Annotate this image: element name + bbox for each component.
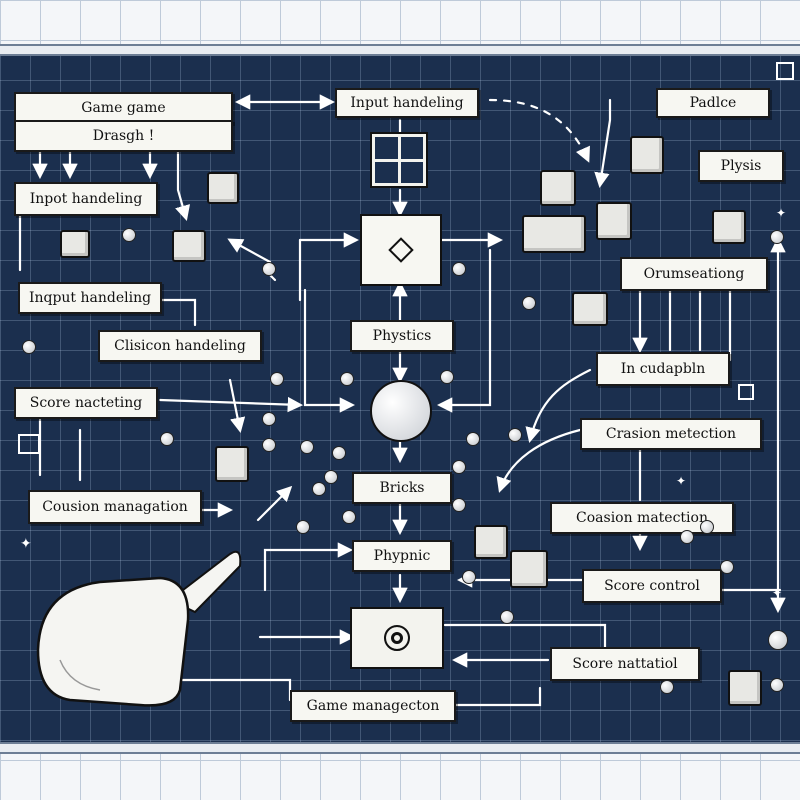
sparkle-icon: ✦ — [776, 206, 787, 220]
label-score-marketing: Score nacteting — [14, 387, 158, 419]
label-physis: Plysis — [698, 150, 784, 182]
brick-block — [510, 550, 548, 588]
sparkle-icon: ✦ — [772, 586, 783, 600]
ball — [262, 262, 276, 276]
ball — [768, 630, 788, 650]
arrow-phypnic-left — [263, 542, 354, 592]
diagram-board: Game game Drasgh ! Input handeling Inpot… — [0, 50, 800, 750]
label-in-cudapbln: In cudapbln — [596, 352, 730, 386]
arrow-to-score-mark — [228, 378, 246, 434]
label-phypnic: Phypnic — [352, 540, 452, 572]
core-diamond-box — [360, 214, 442, 286]
brick-block — [540, 170, 576, 206]
arrow-score-to-right — [158, 396, 304, 413]
label-dragh: Drasgh ! — [14, 120, 233, 152]
brick-block — [596, 202, 632, 240]
input-grid-icon — [370, 132, 428, 188]
brick-block — [474, 525, 508, 559]
label-score-control: Score control — [582, 569, 722, 603]
ball — [452, 262, 466, 276]
arrow-left-curve — [227, 238, 272, 264]
label-game-management: Game managecton — [290, 690, 456, 722]
arrow-curve-crasion — [496, 428, 582, 493]
ball — [522, 296, 536, 310]
arrow-to-block-left — [175, 148, 191, 221]
ball — [680, 530, 694, 544]
ball — [312, 482, 326, 496]
ball — [466, 432, 480, 446]
target-icon — [384, 625, 410, 651]
brick-block — [522, 215, 586, 253]
dashed-input-to-right — [488, 98, 590, 163]
corner-marker — [776, 62, 794, 80]
ball — [508, 428, 522, 442]
label-cousion-management: Cousion managation — [28, 490, 202, 524]
brick-block — [572, 292, 608, 326]
paddle-illustration — [36, 550, 242, 707]
line-clisicon-left — [148, 298, 197, 327]
ball — [770, 230, 784, 244]
brick-block — [172, 230, 206, 262]
brick-block — [630, 136, 664, 174]
ball — [720, 560, 734, 574]
label-bricks: Bricks — [352, 472, 452, 504]
ball — [262, 412, 276, 426]
ball — [270, 372, 284, 386]
label-collision-handling: Clisicon handeling — [98, 330, 262, 362]
ball — [262, 438, 276, 452]
ball — [440, 370, 454, 384]
top-rail — [0, 44, 800, 56]
label-crasion-metection: Crasion metection — [580, 418, 762, 450]
ball — [332, 446, 346, 460]
ball — [660, 680, 674, 694]
ball — [342, 510, 356, 524]
label-input-left: Inpot handeling — [14, 182, 158, 216]
brick-block — [728, 670, 762, 706]
ball — [324, 470, 338, 484]
brick-block — [712, 210, 746, 244]
label-input-top: Input handeling — [335, 88, 479, 118]
arrow-cousion-up — [256, 485, 293, 522]
ball — [300, 440, 314, 454]
label-score-nattatiol: Score nattatiol — [550, 647, 700, 681]
central-ball — [370, 380, 432, 442]
line-core-loop-left — [303, 288, 356, 413]
arrow-ball-right — [436, 248, 492, 413]
ball — [122, 228, 136, 242]
arrow-curve-left — [525, 368, 592, 443]
small-outline-box — [18, 434, 40, 454]
ball — [452, 498, 466, 512]
bottom-rail — [0, 742, 800, 754]
ball — [462, 570, 476, 584]
ball — [700, 520, 714, 534]
ball — [160, 432, 174, 446]
ball — [770, 678, 784, 692]
small-outline-box — [738, 384, 754, 400]
label-orumseationg: Orumseationg — [620, 257, 768, 291]
brick-block — [207, 172, 239, 204]
line-bottom-to-score — [443, 623, 607, 650]
bottom-screen-icon — [350, 607, 444, 669]
label-input-left2: Inqput handeling — [18, 282, 162, 314]
brick-block — [60, 230, 90, 258]
line-bottom-right — [443, 686, 542, 707]
label-physics: Phystics — [350, 320, 454, 352]
sparkle-icon: ✦ — [676, 474, 687, 488]
sparkle-icon: ✦ — [20, 536, 32, 552]
brick-block — [215, 446, 249, 482]
ball — [452, 460, 466, 474]
ball — [500, 610, 514, 624]
ball — [296, 520, 310, 534]
diamond-icon — [388, 237, 414, 263]
connector-layer — [18, 94, 786, 707]
label-padle: Padlce — [656, 88, 770, 118]
label-coasion-matection: Coasion matection — [550, 502, 734, 534]
arrow-physis-to-right-box — [594, 98, 612, 189]
ball — [340, 372, 354, 386]
ball — [22, 340, 36, 354]
